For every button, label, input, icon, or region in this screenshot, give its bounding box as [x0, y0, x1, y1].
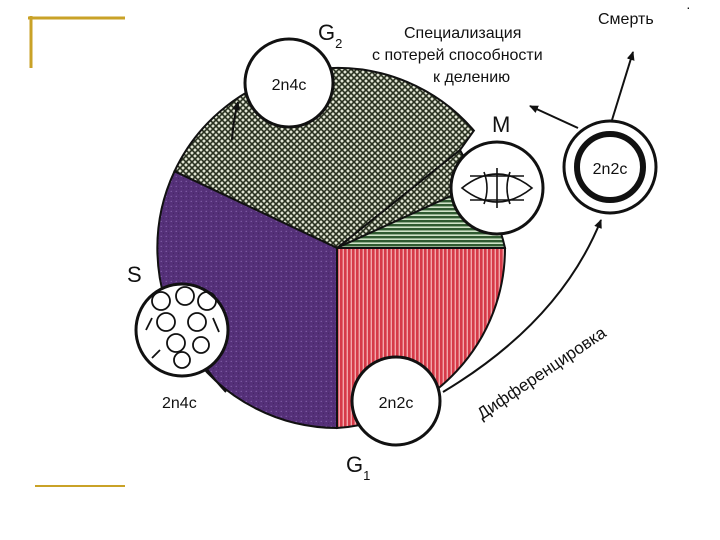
- cell-s: [136, 284, 228, 376]
- corner-mark: ·: [686, 0, 691, 15]
- arrow-to-death: [612, 52, 633, 120]
- cell-g2-label: 2n4c: [272, 77, 307, 94]
- differentiation-label: Дифференцировка: [474, 323, 610, 424]
- specialization-line-2: с потерей способности: [372, 47, 543, 64]
- cell-differentiated: 2n2c: [564, 121, 656, 213]
- phase-label-s: S: [127, 262, 142, 287]
- cell-differentiated-label: 2n2c: [593, 161, 628, 178]
- cell-g1: 2n2c: [352, 357, 440, 445]
- arrow-to-specialization: [530, 106, 578, 128]
- cell-s-label: 2n4c: [162, 395, 197, 412]
- phase-label-m: M: [492, 112, 510, 137]
- cell-g2: 2n4c: [245, 39, 333, 127]
- slide-corner-top-left: [28, 16, 125, 68]
- cell-m-mitosis: [451, 142, 543, 234]
- specialization-line-3: к делению: [433, 69, 510, 86]
- cell-g1-label: 2n2c: [379, 395, 414, 412]
- phase-label-g1: G1: [346, 452, 370, 483]
- death-label: Смерть: [598, 11, 654, 28]
- specialization-line-1: Специализация: [404, 25, 521, 42]
- phase-label-g2: G2: [318, 20, 342, 51]
